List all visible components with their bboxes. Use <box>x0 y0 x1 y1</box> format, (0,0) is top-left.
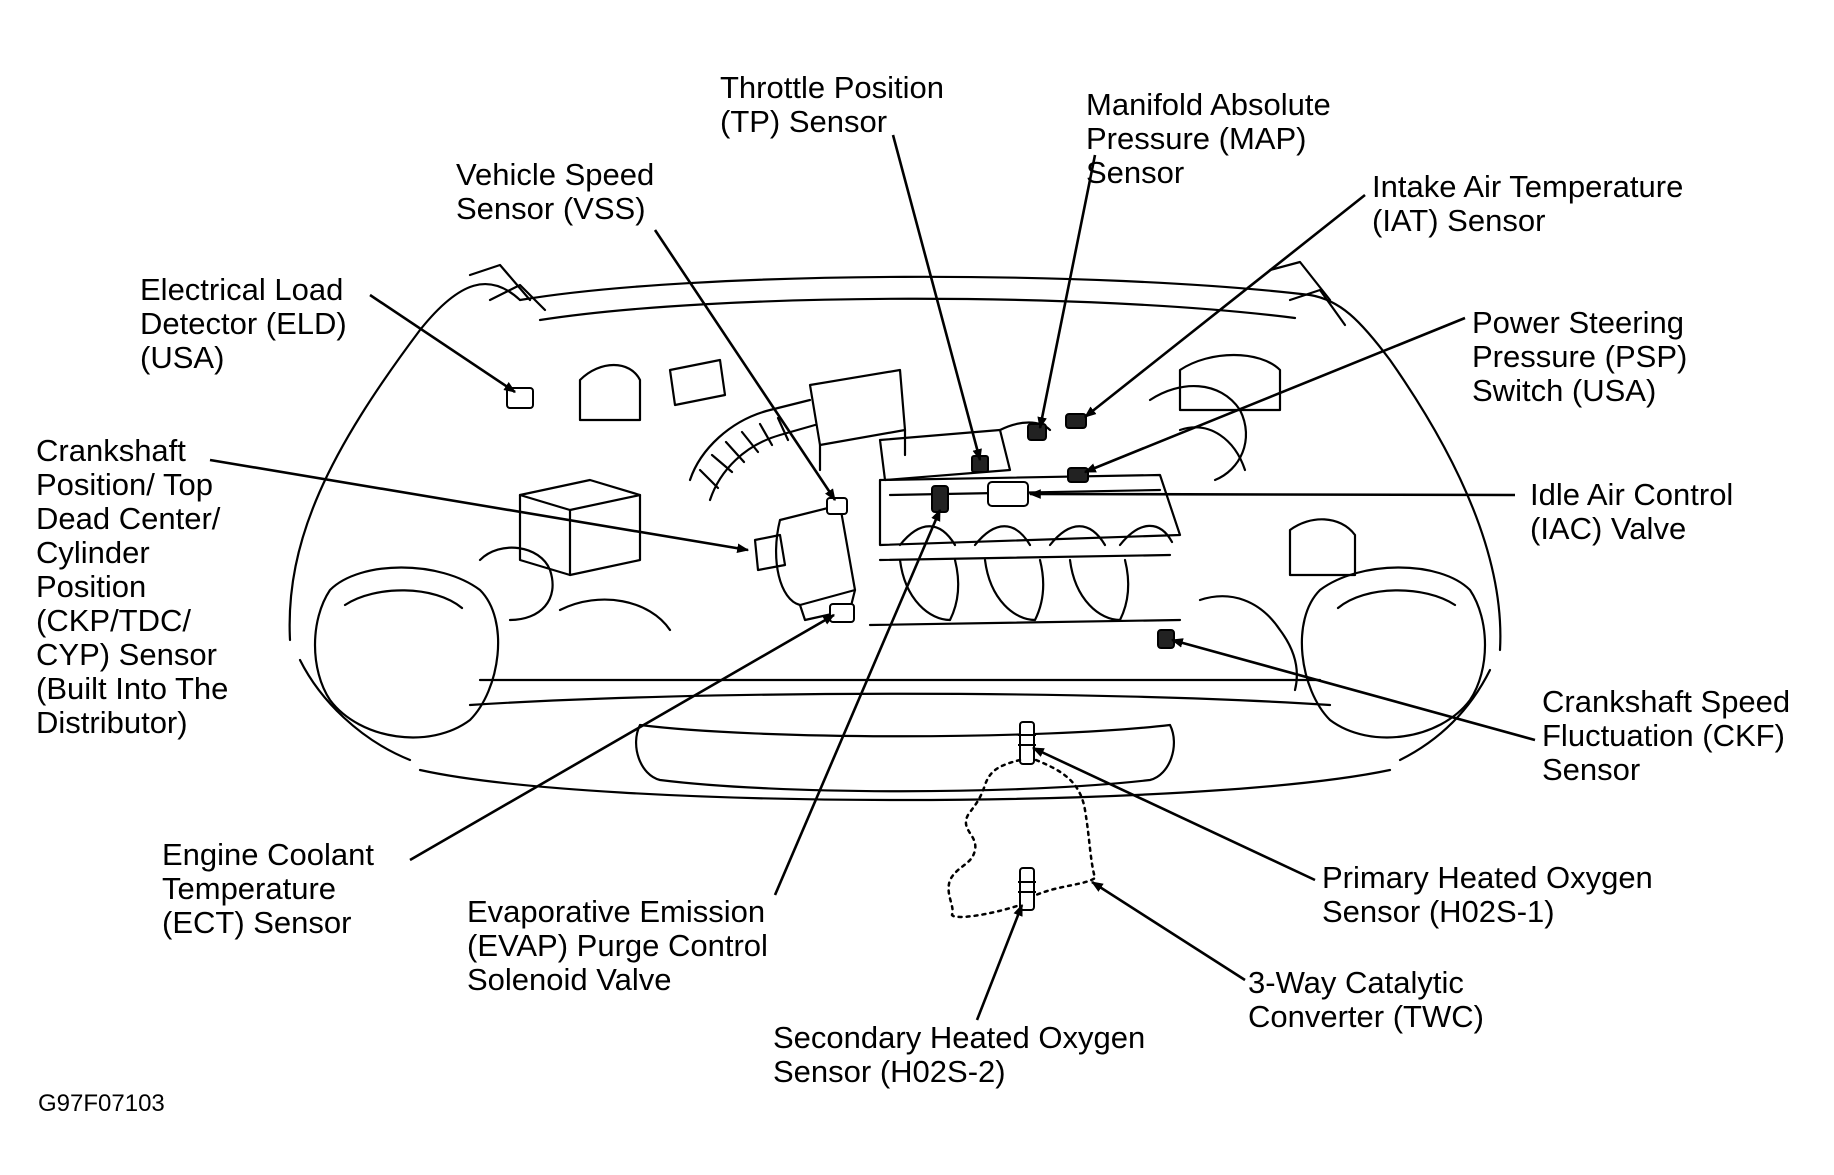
eld-component <box>506 387 534 409</box>
ho2s2-component <box>1019 867 1035 911</box>
engine-bay-drawing <box>288 260 1502 802</box>
tp-label: Throttle Position (TP) Sensor <box>720 70 944 139</box>
psp-label: Power Steering Pressure (PSP) Switch (US… <box>1472 305 1688 408</box>
psp-component <box>1067 467 1089 483</box>
iat-component <box>1065 413 1087 429</box>
evap-label: Evaporative Emission (EVAP) Purge Contro… <box>467 894 768 997</box>
psp-arrow <box>1083 316 1466 474</box>
iat-label: Intake Air Temperature (IAT) Sensor <box>1372 169 1684 238</box>
ckp-label: Crankshaft Position/ Top Dead Center/ Cy… <box>36 433 229 740</box>
evap-arrow <box>773 508 942 896</box>
iac-component <box>987 481 1029 507</box>
evap-component <box>931 485 949 513</box>
vss-component <box>826 497 848 515</box>
ckf-label: Crankshaft Speed Fluctuation (CKF) Senso… <box>1542 684 1791 787</box>
twc-label: 3-Way Catalytic Converter (TWC) <box>1248 965 1484 1034</box>
iat-arrow <box>1084 193 1366 419</box>
exhaust-dotted-path <box>947 758 1097 919</box>
ho2s1-arrow <box>1031 746 1316 882</box>
iac-label: Idle Air Control (IAC) Valve <box>1530 477 1734 546</box>
ho2s1-component <box>1019 721 1035 765</box>
iac-arrow <box>1028 489 1516 499</box>
ect-label: Engine Coolant Temperature (ECT) Sensor <box>162 837 374 940</box>
sensor-components <box>506 387 1175 911</box>
ho2s1-label: Primary Heated Oxygen Sensor (H02S-1) <box>1322 860 1653 929</box>
leader-arrows <box>209 134 1536 1021</box>
ect-component <box>829 603 855 623</box>
figure-id: G97F07103 <box>38 1090 165 1117</box>
vss-arrow <box>653 229 837 501</box>
twc-arrow <box>1090 880 1246 982</box>
map-arrow <box>1037 154 1097 430</box>
ect-arrow <box>409 613 836 862</box>
map-label: Manifold Absolute Pressure (MAP) Sensor <box>1086 87 1331 190</box>
ho2s2-label: Secondary Heated Oxygen Sensor (H02S-2) <box>773 1020 1146 1089</box>
ho2s2-arrow <box>975 903 1024 1021</box>
map-component <box>1027 423 1047 441</box>
eld-arrow <box>369 293 516 394</box>
vss-label: Vehicle Speed Sensor (VSS) <box>456 157 655 226</box>
ckp-arrow <box>209 458 750 553</box>
tp-arrow <box>891 134 982 462</box>
ckf-arrow <box>1170 638 1536 742</box>
eld-label: Electrical Load Detector (ELD) (USA) <box>140 272 347 375</box>
ckf-component <box>1157 629 1175 649</box>
